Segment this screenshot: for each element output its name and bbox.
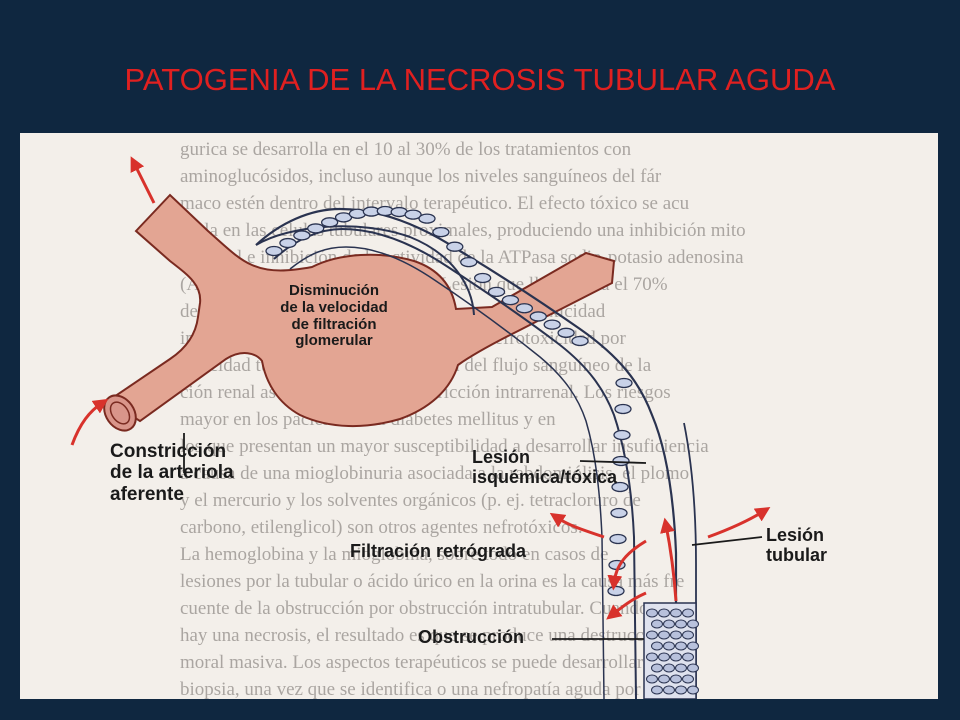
cast-cell [687,641,699,651]
epithelial-cell [473,272,492,284]
epithelial-cell [265,245,283,257]
cast-cell [646,652,658,662]
epithelial-cell [515,303,534,314]
figure-panel: gurica se desarrolla en el 10 al 30% de … [20,133,938,699]
cast-cell [651,619,663,629]
background-text-line: moral masiva. Los aspectos terapéuticos … [180,652,694,673]
cast-cell [658,630,670,640]
cast-cell [670,608,682,618]
cast-cell [670,652,682,662]
obstruction-cast [643,602,699,699]
background-text-line: maco estén dentro del intervalo terapéut… [180,193,690,214]
cast-cell [663,641,675,651]
cast-cell [646,630,658,640]
epithelial-cell [607,585,625,597]
cast-cell [682,608,694,618]
cast-cell [687,619,699,629]
cast-cell [675,619,687,629]
epithelial-cell [487,286,506,298]
tubule-lumen-line [289,246,605,699]
background-text-line: a causa de una mioglobinuria asociada a … [180,463,689,484]
cast-cell [687,663,699,673]
epithelial-cell [320,217,339,228]
cast-cell [670,630,682,640]
epithelial-cell [279,237,297,249]
cast-cell [670,674,682,684]
cast-cell [651,663,663,673]
background-text-line: los que presentan un mayor susceptibilid… [180,436,709,457]
epithelial-cell [293,230,311,241]
cast-cell [682,652,694,662]
cast-cell [663,663,675,673]
backleak-label: Filtración retrógrada [350,541,527,561]
epithelial-cell [432,226,450,238]
cast-cell [658,652,670,662]
gfr-label: Disminución de la velocidad de filtració… [280,282,388,350]
cast-cell [663,619,675,629]
background-text-line: aminoglucósidos, incluso aunque los nive… [180,166,662,187]
tubule-outer-wall [255,207,678,699]
epithelial-cell [609,533,627,545]
epithelial-cell [613,429,631,441]
background-text-line: gurica se desarrolla en el 10 al 30% de … [180,139,632,160]
tubular-lesion-label: Lesión tubular [766,525,827,566]
cast-cell [675,641,687,651]
epithelial-cell [571,335,589,347]
epithelial-cell [615,377,633,389]
epithelial-cell [418,213,436,224]
cast-cell [646,608,658,618]
kidney-diagram: gurica se desarrolla en el 10 al 30% de … [70,139,771,699]
epithelial-cell [529,311,547,322]
epithelial-cell [610,507,628,519]
cast-cell [675,685,687,695]
tubule-cells [265,205,633,597]
arrow-efferent-up [130,156,156,204]
background-text-line: hay una necrosis, el resultado es que se… [180,625,691,646]
arrow-tubular-right [707,507,771,539]
background-text-line: La hemoglobina y la mioglobina, sobre to… [180,544,608,565]
epithelial-cell [460,256,478,268]
background-text-line: carbono, etilenglicol) son otros agentes… [180,517,583,538]
tubule-inner-wall-left [273,227,637,699]
cast-cell [646,674,658,684]
cast-cell [663,685,675,695]
cast-cell [682,630,694,640]
arrow-obstruction-up [660,517,678,602]
cast-cell [658,674,670,684]
arrow-backleak-down [607,539,647,591]
tubule-right-wall [683,422,697,699]
afferent-label: Constricción de la arteriola aferente [110,441,234,505]
cast-cell [651,685,663,695]
background-text-line: cuente de la obstrucción por obstrucción… [180,598,649,619]
epithelial-cell [543,319,561,330]
background-text-line: y el mercurio y los solventes orgánicos … [180,490,641,511]
tubular-leader-line [691,536,763,546]
cast-cell [687,685,699,695]
cast-cell [682,674,694,684]
background-text-line: biopsia, una vez que se identifica o una… [180,679,641,699]
epithelial-cell [404,209,422,220]
lesion-label: Lesión isquémica/tóxica [472,447,618,488]
arrow-backleak [549,512,605,539]
arrow-afferent-in [70,398,109,446]
epithelial-cell [446,241,464,252]
epithelial-cell [611,481,629,493]
cast-cell [675,663,687,673]
epithelial-cell [614,403,632,415]
slide-title: PATOGENIA DE LA NECROSIS TUBULAR AGUDA [124,62,836,97]
afferent-arteriole [106,193,616,428]
obstruction-label: Obstrucción [418,627,525,647]
arrow-tubular-left [606,591,647,620]
bowman-capsule [255,225,475,316]
cast-cell [651,641,663,651]
epithelial-cell [307,223,325,234]
epithelial-cell [557,327,575,338]
background-text-line: lesiones por la tubular o ácido úrico en… [180,571,684,592]
epithelial-cell [501,294,520,306]
lesion-leader-line [579,460,647,464]
cast-cell [658,608,670,618]
